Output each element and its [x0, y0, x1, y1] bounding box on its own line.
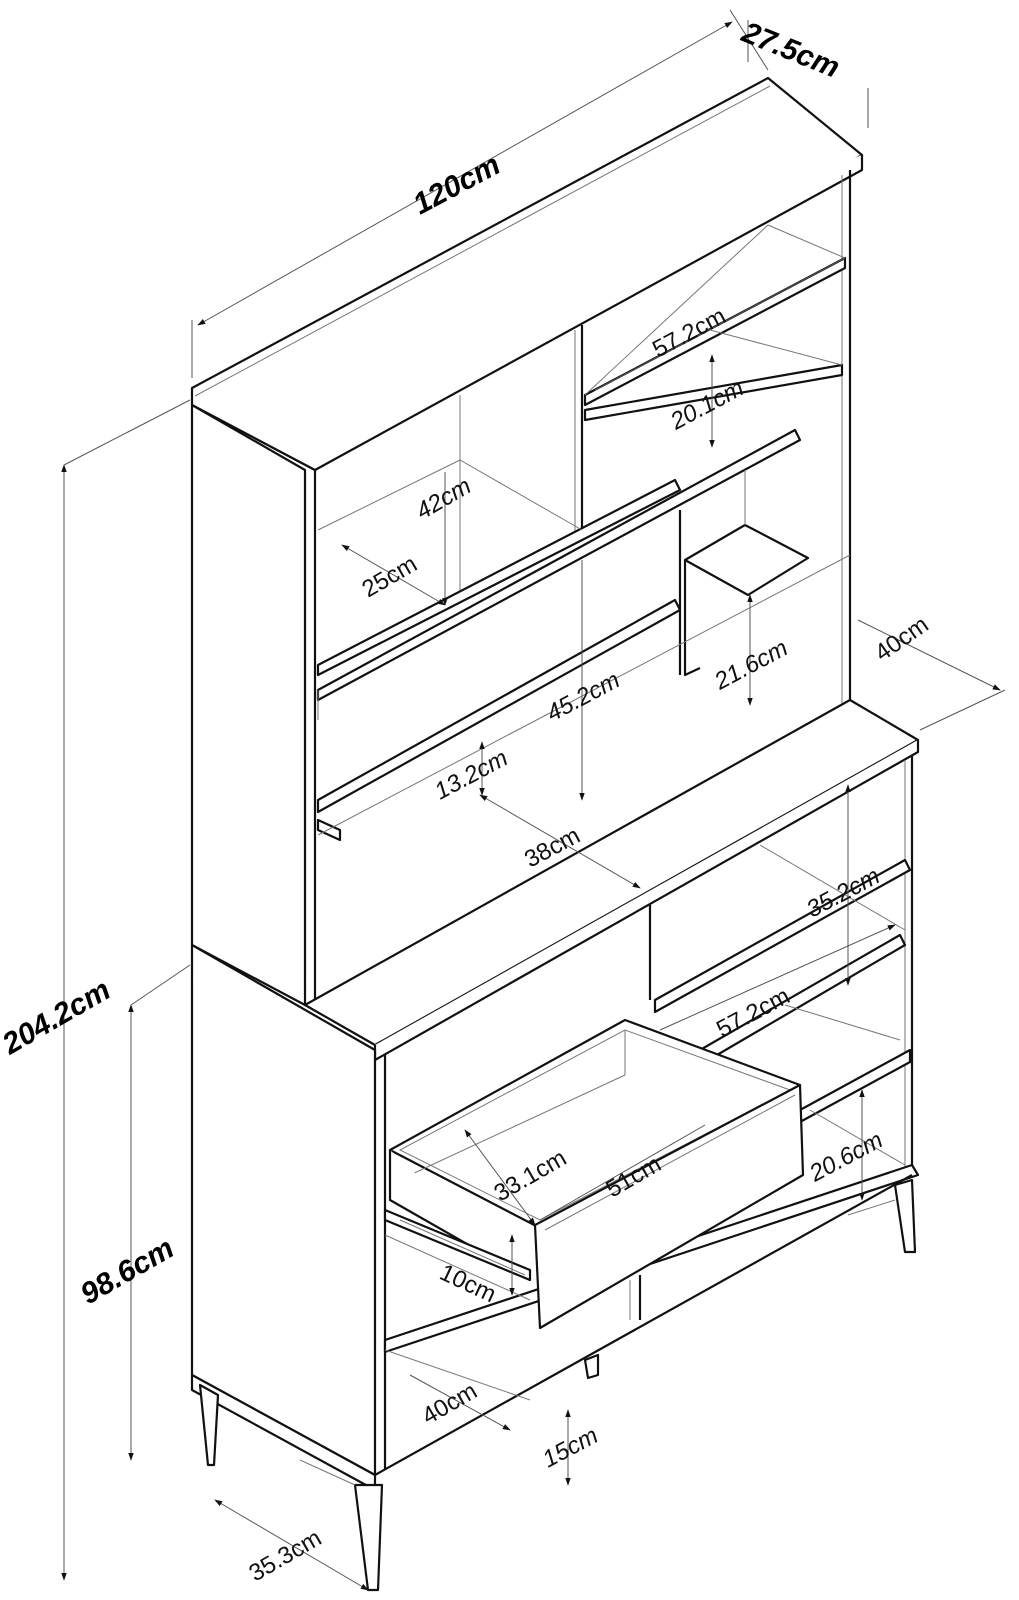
leg-back-center: [583, 1353, 600, 1380]
counter-top: [303, 698, 920, 1047]
label-upper-shelf-height: 20.1cm: [665, 375, 748, 436]
dimension-lines: [61, 9, 1006, 1591]
label-overall-height: 204.2cm: [0, 973, 116, 1061]
leg-back-right: [893, 1178, 917, 1254]
label-top-depth: 27.5cm: [736, 16, 844, 85]
label-leg-clearance: 15cm: [538, 1422, 602, 1473]
back-panel-strip: [316, 598, 682, 814]
label-leg-spacing-depth: 35.3cm: [245, 1524, 327, 1587]
drawer-front: [533, 1083, 805, 1330]
label-small-shelf-height: 21.6cm: [709, 635, 792, 696]
label-back-panel-height: 13.2cm: [430, 745, 512, 806]
label-overall-width: 120cm: [408, 148, 506, 221]
leg-front-right: [353, 1483, 384, 1592]
label-bottom-shelf-depth: 40cm: [418, 1377, 482, 1430]
leg-front-left: [198, 1383, 220, 1467]
small-cubby-shelf: [683, 523, 810, 597]
left-side-panel: [190, 403, 307, 1007]
label-upper-left-depth: 25cm: [358, 550, 422, 603]
hutch-upper: [190, 76, 864, 1007]
label-base-height: 98.6cm: [75, 1232, 180, 1311]
label-lower-right-upper-height: 35.2cm: [802, 863, 884, 924]
label-base-depth-right: 40cm: [870, 611, 934, 667]
label-upper-left-height: 42cm: [412, 472, 476, 525]
label-drawer-height: 10cm: [435, 1259, 500, 1308]
lower-left-shelf: [316, 478, 682, 677]
